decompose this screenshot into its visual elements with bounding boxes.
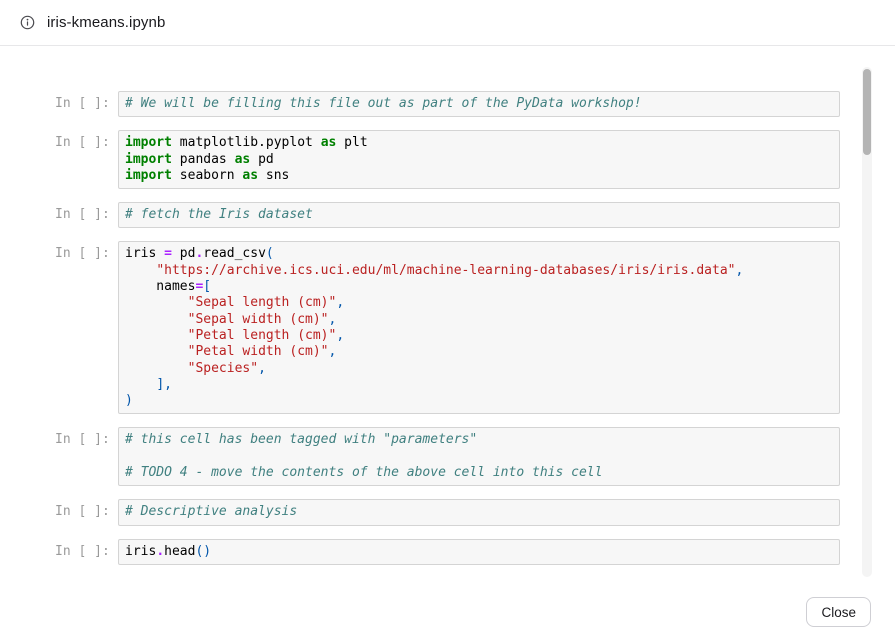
cell-input-prompt: In [ ]: <box>55 543 110 559</box>
notebook-cell: In [ ]: # We will be filling this file ou… <box>55 91 840 118</box>
cell-code: import matplotlib.pyplot as plt import p… <box>118 130 840 190</box>
notebook-cell: In [ ]: import matplotlib.pyplot as plt i… <box>55 130 840 190</box>
notebook-viewer: In [ ]: # We will be filling this file ou… <box>0 46 895 643</box>
cell-input-prompt: In [ ]: <box>55 96 110 111</box>
notebook-cell: In [ ]: # this cell has been tagged with … <box>55 427 840 487</box>
cell-code: # this cell has been tagged with "parame… <box>118 427 840 487</box>
cell-input-prompt: In [ ]: <box>55 207 110 223</box>
cell-input-prompt: In [ ]: <box>55 504 110 520</box>
cell-code: # Descriptive analysis <box>118 499 840 526</box>
notebook-cell: In [ ]: iris = pd.read_csv( "https://arch… <box>55 241 840 415</box>
modal-header: iris-kmeans.ipynb <box>0 0 895 46</box>
cell-input-prompt: In [ ]: <box>55 432 110 448</box>
notebook-cells: In [ ]: # We will be filling this file ou… <box>55 46 840 565</box>
notebook-cell: In [ ]: # Descriptive analysis <box>55 499 840 526</box>
scrollbar-track[interactable] <box>862 67 872 577</box>
scrollbar-thumb[interactable] <box>863 69 871 155</box>
cell-code: # We will be filling this file out as pa… <box>118 91 840 118</box>
cell-input-prompt: In [ ]: <box>55 246 110 262</box>
cell-input-prompt: In [ ]: <box>55 135 110 151</box>
cell-code: # fetch the Iris dataset <box>118 202 840 229</box>
notebook-cell: In [ ]: # fetch the Iris dataset <box>55 202 840 229</box>
close-button[interactable]: Close <box>806 597 871 627</box>
cell-code: iris.head() <box>118 538 840 565</box>
info-icon[interactable] <box>20 15 35 30</box>
notebook-filename: iris-kmeans.ipynb <box>47 14 166 31</box>
notebook-cell: In [ ]: iris.head() <box>55 538 840 565</box>
cell-code: iris = pd.read_csv( "https://archive.ics… <box>118 241 840 415</box>
